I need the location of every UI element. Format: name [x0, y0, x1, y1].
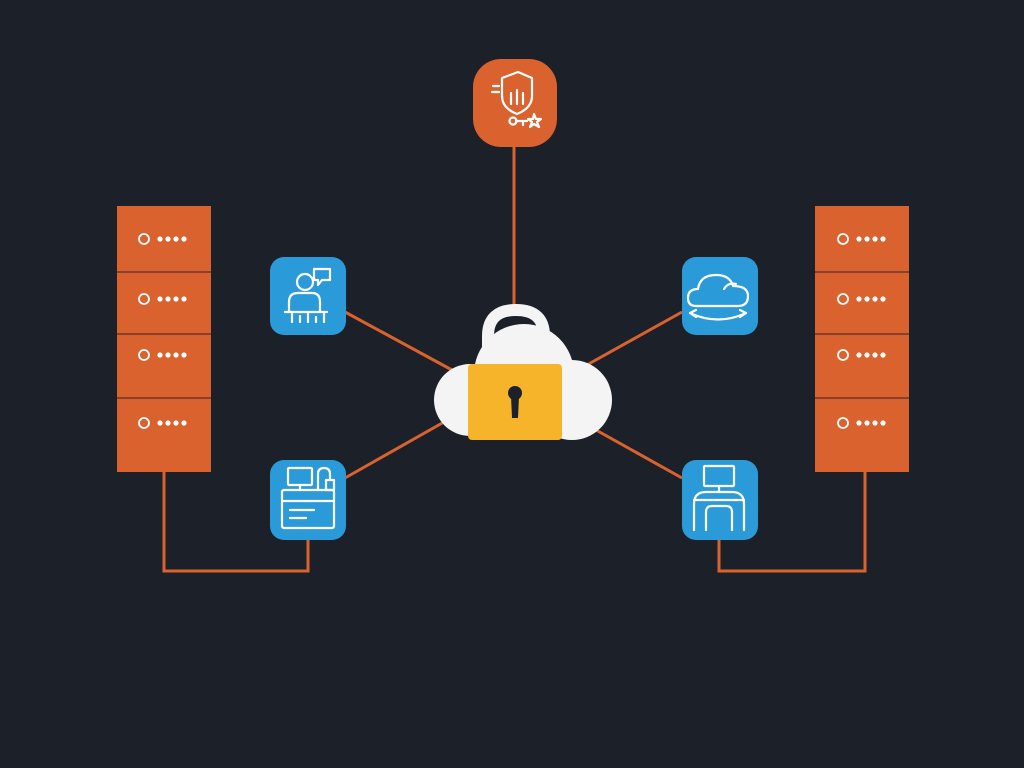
- workstation-node[interactable]: [270, 460, 346, 540]
- server-unit-icon: [837, 233, 886, 245]
- server-rack-right: [815, 206, 909, 472]
- network-device-node[interactable]: [682, 460, 758, 540]
- connector-workstation: [344, 420, 445, 480]
- server-unit-icon: [837, 293, 886, 305]
- server-unit-icon: [837, 417, 886, 429]
- central-node[interactable]: [434, 303, 612, 440]
- connectors: [162, 146, 867, 573]
- connector-left-rack: [162, 472, 310, 573]
- server-unit-icon: [837, 349, 886, 361]
- cloud-sync-node[interactable]: [682, 257, 758, 335]
- connector-cloud-sync: [584, 310, 683, 368]
- padlock-shackle: [482, 303, 550, 378]
- server-unit-icon: [138, 417, 187, 429]
- computer-workstation-icon: [280, 466, 336, 530]
- server-unit-icon: [138, 293, 187, 305]
- cloud-sync-tile: [682, 257, 758, 335]
- user-dashboard-node[interactable]: [270, 257, 346, 335]
- shield-key-icon: [490, 70, 543, 129]
- server-rack-left-frame: [117, 206, 211, 472]
- cloud-padlock-icon: [434, 303, 612, 440]
- server-unit-icon: [138, 233, 187, 245]
- user-dashboard-tile: [270, 257, 346, 335]
- keyhole-icon: [508, 386, 522, 418]
- cloud-sync-icon: [686, 273, 750, 321]
- server-unit-icon: [138, 349, 187, 361]
- server-rack-left: [117, 206, 211, 472]
- server-rack-right-frame: [815, 206, 909, 472]
- connector-network-device: [595, 428, 683, 480]
- connector-right-rack: [717, 472, 867, 573]
- connector-user-dashboard: [344, 310, 453, 372]
- security-hub-node[interactable]: [473, 59, 557, 147]
- network-device-icon: [692, 464, 746, 532]
- user-dashboard-icon: [283, 267, 332, 324]
